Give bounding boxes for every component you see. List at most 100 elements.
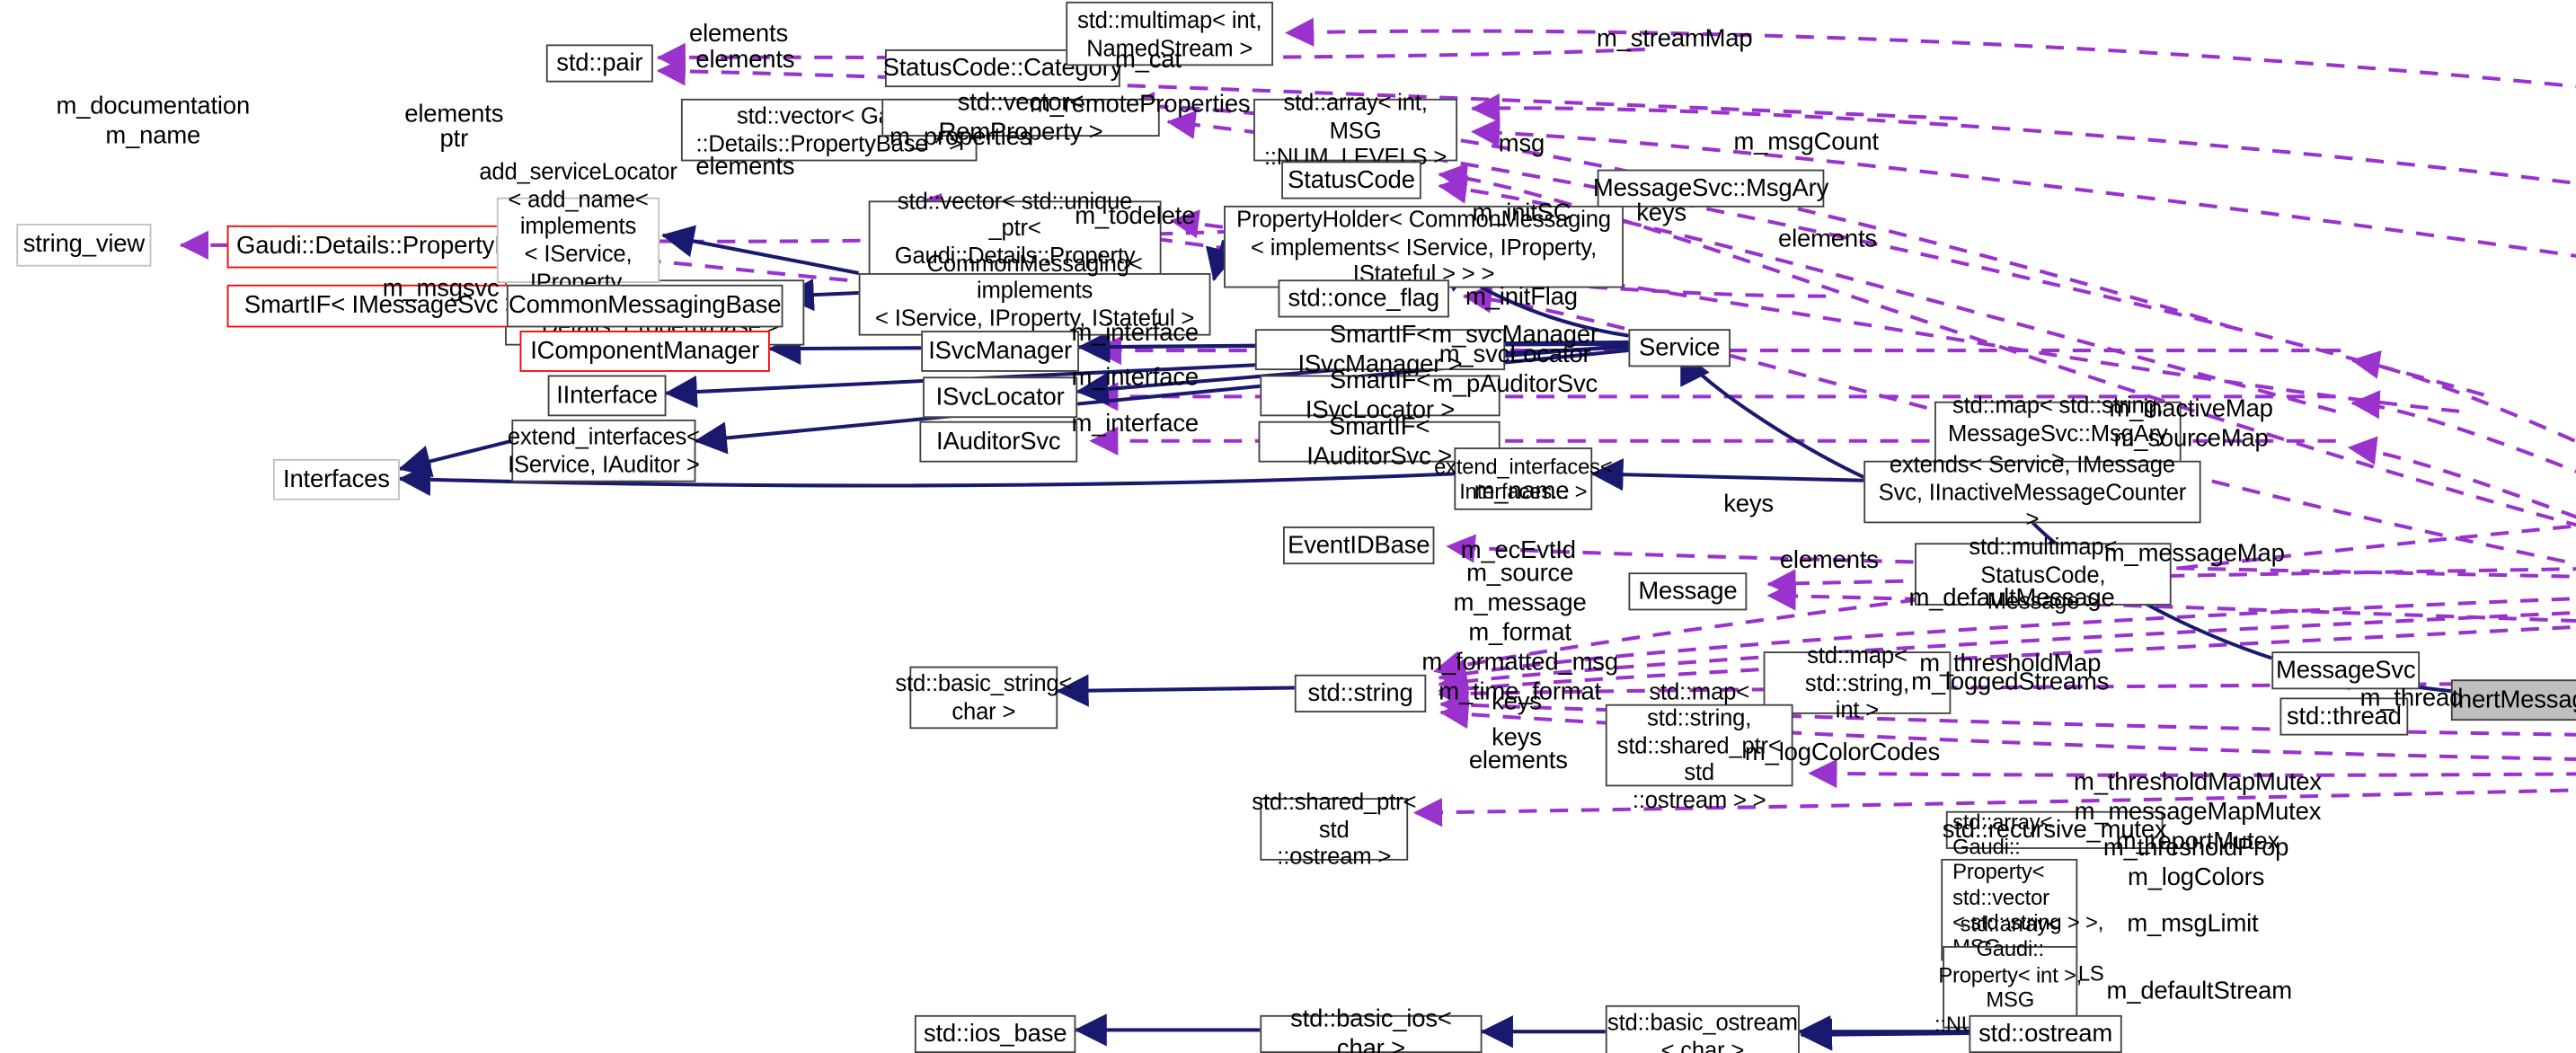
node-std-ios-base[interactable]: std::ios_base (914, 1014, 1076, 1053)
node-eventidbase[interactable]: EventIDBase (1283, 526, 1435, 565)
edge-label-m-msglimit: m_msgLimit (2127, 909, 2259, 938)
edge-label-elements-string: elements (1468, 747, 1568, 775)
node-shared-ptr-ostream[interactable]: std::shared_ptr< std ::ostream > (1252, 789, 1416, 870)
edge-label-m-inactivemap: m_inactiveMap m_sourceMap (2109, 394, 2273, 453)
edge-label-m-initflag: m_initFlag (1465, 282, 1578, 312)
node-extend-interfaces-iservice-iauditor[interactable]: extend_interfaces< IService, IAuditor > (508, 419, 700, 482)
edge-label-m-documentation: m_documentation m_name (56, 92, 251, 150)
edge-label-message-fields: m_source m_message m_format m_formatted_… (1421, 559, 1618, 706)
node-propertyholder[interactable]: PropertyHolder< CommonMessaging < implem… (1224, 205, 1624, 288)
node-label: std::once_flag (1288, 284, 1440, 313)
node-label: std::multimap< int, NamedStream > (1077, 6, 1262, 60)
node-label: Message (1638, 577, 1738, 606)
edge-label-elements-msgary: elements (1778, 225, 1877, 254)
node-multimap-statuscode-message[interactable]: std::multimap< StatusCode, Message > (1915, 534, 2172, 615)
node-array-int-msg-num-levels[interactable]: std::array< int, MSG ::NUM_LEVELS > (1253, 89, 1458, 170)
edge-label-m-logcolorcodes: m_logColorCodes (1744, 739, 1941, 767)
node-label: IComponentManager (530, 336, 760, 365)
node-map-string-shared-ptr-ostream[interactable]: std::map< std::string, std::shared_ptr< … (1605, 677, 1793, 812)
node-map-string-int[interactable]: std::map< std::string, int > (1763, 642, 1952, 722)
node-label: extend_interfaces< IService, IAuditor > (507, 423, 700, 478)
node-label: std::vector< RemProperty > (938, 88, 1103, 146)
node-label: IAuditorSvc (936, 427, 1061, 456)
node-messagesvc[interactable]: MessageSvc (2271, 651, 2421, 690)
edge-label-mutexes: m_thresholdMapMutex m_messageMapMutex m_… (2073, 768, 2322, 856)
edge-label-m-messagemap: m_messageMap (2103, 539, 2285, 568)
node-vector-remproperty[interactable]: std::vector< RemProperty > (881, 89, 1160, 146)
edge-label-m-svclocator: m_svcLocator (1438, 341, 1591, 369)
node-map-string-msgary[interactable]: std::map< std::string, MessageSvc::MsgAr… (1934, 392, 2182, 473)
node-std-once-flag[interactable]: std::once_flag (1278, 279, 1449, 318)
node-iauditorsvc[interactable]: IAuditorSvc (919, 420, 1078, 463)
node-label: EventIDBase (1288, 530, 1430, 559)
node-commonmessaging[interactable]: CommonMessaging< implements < IService, … (858, 250, 1211, 358)
node-commonmessagingbase[interactable]: CommonMessagingBase (506, 284, 783, 328)
node-message[interactable]: Message (1628, 572, 1748, 611)
node-label: ISvcManager (928, 336, 1073, 365)
node-label: std::ostream (1978, 1019, 2113, 1048)
node-label: extend_interfaces< Interfaces... > (1434, 453, 1613, 504)
node-label: std::recursive_mutex (1942, 815, 2167, 844)
edge-label-ptr: ptr (439, 125, 469, 154)
edge-label-elements-propertybase: elements (404, 100, 504, 128)
node-label: std::map< std::string, MessageSvc::MsgAr… (1948, 392, 2168, 473)
node-std-ostream[interactable]: std::ostream (1969, 1014, 2122, 1053)
edge-label-m-interface-3: m_interface (1071, 409, 1199, 438)
node-basic-string-char[interactable]: std::basic_string< char > (895, 666, 1072, 730)
node-smartif-isvclocator[interactable]: SmartIF< ISvcLocator > (1260, 367, 1500, 424)
node-label: InertMessageSvc (2451, 686, 2576, 714)
node-std-string[interactable]: std::string (1294, 674, 1427, 712)
node-basic-ios-char[interactable]: std::basic_ios< char > (1260, 1005, 1483, 1053)
edge-label-m-todelete: m_todelete (1075, 202, 1196, 231)
node-statuscode[interactable]: StatusCode (1281, 161, 1421, 199)
node-std-thread[interactable]: std::thread (2279, 697, 2409, 736)
node-label: SmartIF< IAuditorSvc > (1306, 412, 1452, 470)
node-add-servicelocator-main[interactable]: add_serviceLocator < add_name< implement… (479, 159, 677, 322)
node-label: std::thread (2286, 702, 2402, 730)
node-label: std::map< std::string, std::shared_ptr< … (1616, 677, 1782, 813)
edge-label-elements-unique: elements (695, 153, 795, 181)
node-label: std::string (1307, 678, 1413, 707)
node-label: SmartIF< ISvcLocator > (1305, 367, 1456, 424)
node-vector-unique-ptr-propertybase[interactable]: std::vector< std::unique _ptr< Gaudi::De… (868, 188, 1162, 296)
edge-label-elements-pair-2: elements (695, 46, 795, 75)
edge-label-m-thread: m_thread (2359, 684, 2464, 712)
edge-label-m-pauditorsvc: m_pAuditorSvc (1432, 370, 1598, 399)
edge-label-m-initsc: m_initSC (1472, 199, 1571, 227)
edge-label-keys-string-2: keys (1492, 723, 1542, 752)
node-inertmessagesvc[interactable]: InertMessageSvc (2450, 679, 2576, 721)
node-service[interactable]: Service (1628, 329, 1731, 367)
edge-label-msg: msg (1498, 129, 1545, 158)
edge-label-m-streammap: m_streamMap (1596, 24, 1753, 53)
node-extends-service-imessagesvc[interactable]: extends< Service, IMessage Svc, IInactiv… (1863, 451, 2201, 532)
node-label: CommonMessaging< implements < IService, … (874, 250, 1195, 358)
node-string-view[interactable]: string_view (16, 224, 152, 267)
node-label: std::basic_string< char > (895, 670, 1073, 724)
edge-label-keys-msgary: keys (1636, 199, 1686, 227)
node-interfaces[interactable]: Interfaces (272, 458, 400, 500)
node-label: std::pair (556, 49, 643, 77)
edge-label-m-msgcount: m_msgCount (1733, 128, 1879, 156)
node-std-pair[interactable]: std::pair (545, 44, 653, 83)
edge-label-elements-pair-1: elements (689, 19, 789, 49)
node-smartif-iauditorsvc[interactable]: SmartIF< IAuditorSvc > (1258, 412, 1500, 470)
node-label: StatusCode (1288, 165, 1415, 194)
node-label: std::array< int, MSG ::NUM_LEVELS > (1263, 89, 1447, 171)
node-iinterface[interactable]: IInterface (547, 375, 667, 417)
node-extend-interfaces-variadic[interactable]: extend_interfaces< Interfaces... > (1434, 447, 1613, 510)
node-messagesvc-msgary[interactable]: MessageSvc::MsgAry (1593, 169, 1828, 208)
edge-label-m-name: m_name (1474, 477, 1570, 506)
node-label: std::basic_ostream < char > (1607, 1009, 1798, 1053)
node-std-recursive-mutex[interactable]: std::recursive_mutex (1942, 810, 2167, 849)
node-label: Service (1639, 333, 1721, 362)
node-smartif-isvcmanager[interactable]: SmartIF< ISvcManager > (1254, 321, 1506, 377)
node-multimap-int-namedstream[interactable]: std::multimap< int, NamedStream > (1066, 1, 1274, 66)
edge-label-m-thresholdmap: m_thresholdMap (1919, 650, 2102, 678)
node-label: SmartIF< ISvcManager > (1297, 320, 1463, 378)
node-icomponentmanager[interactable]: IComponentManager (519, 331, 770, 372)
node-label: std::map< std::string, int > (1804, 642, 1909, 723)
node-isvclocator[interactable]: ISvcLocator (923, 376, 1078, 419)
node-basic-ostream-char[interactable]: std::basic_ostream < char > (1605, 1004, 1800, 1053)
edge-label-m-defaultstream: m_defaultStream (2106, 977, 2293, 1005)
node-isvcmanager[interactable]: ISvcManager (921, 331, 1079, 372)
